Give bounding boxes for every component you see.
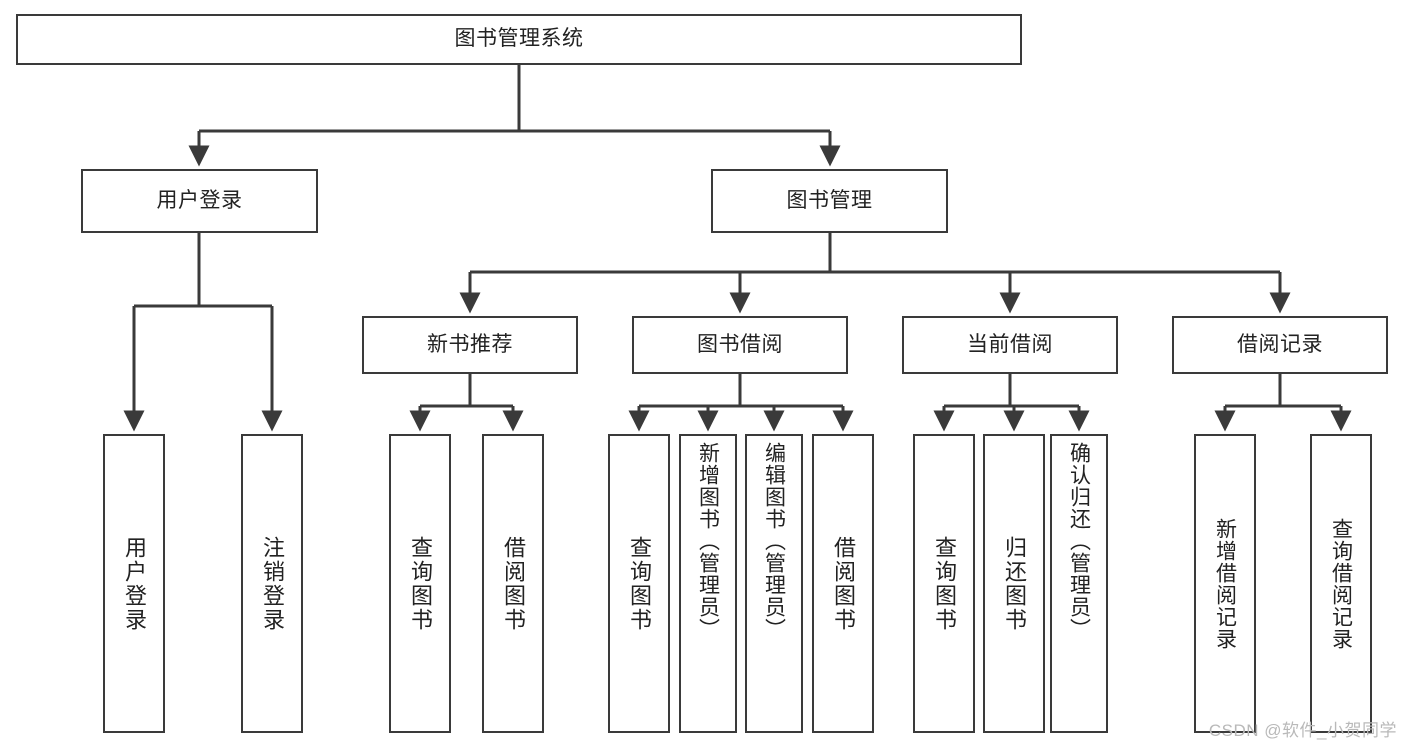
node-book-borrow-label: 图书借阅 <box>697 332 783 356</box>
node-borrow-record[interactable]: 借阅记录 <box>1172 316 1388 374</box>
node-root-label: 图书管理系统 <box>454 27 584 51</box>
leaf-edit-book-label: 编辑图书（管理员） <box>762 442 786 640</box>
leaf-edit-book[interactable]: 编辑图书（管理员） <box>745 434 803 733</box>
leaf-add-record-label: 新增借阅记录 <box>1213 517 1237 650</box>
leaf-borrow-book-1[interactable]: 借阅图书 <box>482 434 544 733</box>
leaf-query-record-label: 查询借阅记录 <box>1329 517 1353 650</box>
node-book-borrow[interactable]: 图书借阅 <box>632 316 848 374</box>
leaf-borrow-book-2[interactable]: 借阅图书 <box>812 434 874 733</box>
leaf-query-book-1-label: 查询图书 <box>408 535 433 632</box>
node-new-book-recommend-label: 新书推荐 <box>427 332 513 356</box>
leaf-borrow-book-1-label: 借阅图书 <box>501 535 526 632</box>
leaf-query-book-3[interactable]: 查询图书 <box>913 434 975 733</box>
leaf-return-book-label: 归还图书 <box>1002 535 1027 632</box>
node-book-manage-label: 图书管理 <box>786 188 873 212</box>
leaf-confirm-return[interactable]: 确认归还（管理员） <box>1050 434 1108 733</box>
leaf-user-login-label: 用户登录 <box>122 535 147 632</box>
node-user-login-label: 用户登录 <box>156 188 243 212</box>
leaf-query-book-2[interactable]: 查询图书 <box>608 434 670 733</box>
node-current-borrow-label: 当前借阅 <box>967 332 1053 356</box>
leaf-logout-login[interactable]: 注销登录 <box>241 434 303 733</box>
leaf-query-book-3-label: 查询图书 <box>932 535 957 632</box>
node-user-login[interactable]: 用户登录 <box>81 169 318 233</box>
leaf-logout-login-label: 注销登录 <box>260 535 285 632</box>
leaf-query-book-1[interactable]: 查询图书 <box>389 434 451 733</box>
leaf-add-record[interactable]: 新增借阅记录 <box>1194 434 1256 733</box>
leaf-borrow-book-2-label: 借阅图书 <box>831 535 856 632</box>
leaf-confirm-return-label: 确认归还（管理员） <box>1067 442 1091 640</box>
leaf-query-record[interactable]: 查询借阅记录 <box>1310 434 1372 733</box>
leaf-user-login[interactable]: 用户登录 <box>103 434 165 733</box>
node-new-book-recommend[interactable]: 新书推荐 <box>362 316 578 374</box>
csdn-watermark: CSDN @软件_小贺同学 <box>1208 721 1397 740</box>
node-current-borrow[interactable]: 当前借阅 <box>902 316 1118 374</box>
leaf-return-book[interactable]: 归还图书 <box>983 434 1045 733</box>
node-root[interactable]: 图书管理系统 <box>16 14 1022 65</box>
node-borrow-record-label: 借阅记录 <box>1237 332 1323 356</box>
leaf-add-book-label: 新增图书（管理员） <box>696 442 720 640</box>
leaf-query-book-2-label: 查询图书 <box>627 535 652 632</box>
node-book-manage[interactable]: 图书管理 <box>711 169 948 233</box>
leaf-add-book[interactable]: 新增图书（管理员） <box>679 434 737 733</box>
